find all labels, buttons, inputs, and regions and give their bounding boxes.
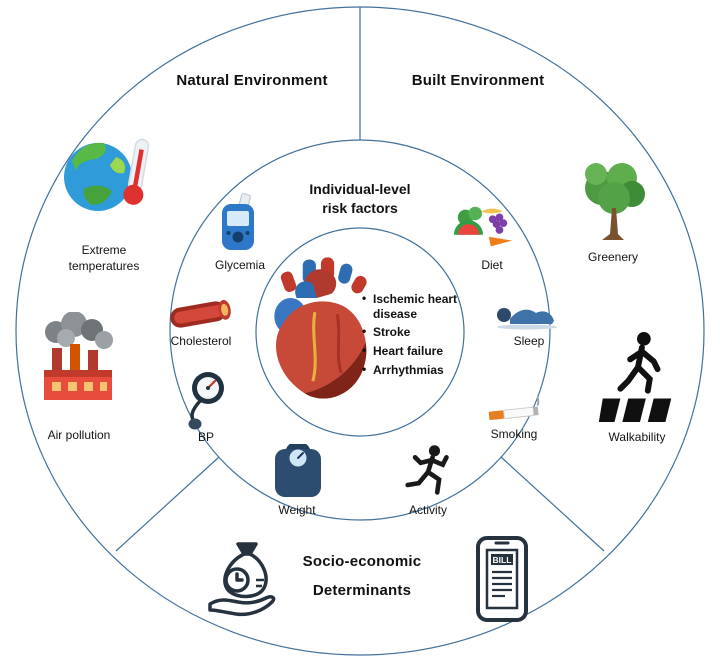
sector-built-environment: Built Environment (411, 72, 545, 89)
artery-cholesterol-icon (168, 296, 234, 332)
outcome-item: Stroke (362, 324, 468, 340)
factory-pollution-icon (36, 312, 120, 412)
divider-bottom-right (500, 456, 605, 552)
sleep-icon (494, 294, 560, 332)
outcome-item: Arrhythmias (362, 362, 468, 378)
diet-fruits-icon (452, 204, 514, 252)
runner-activity-icon (404, 444, 452, 502)
smoking-label: Smoking (490, 427, 538, 441)
glycemia-label: Glycemia (214, 258, 265, 272)
activity-label: Activity (408, 503, 447, 517)
bp-label: BP (197, 430, 214, 444)
sector-socio-economic: Socio-economic Determinants (302, 553, 422, 599)
individual-risk-factors-title: Individual-level risk factors (309, 181, 411, 216)
cardiovascular-outcomes-list: Ischemic heart disease Stroke Heart fail… (362, 291, 468, 381)
tree-icon (572, 156, 656, 244)
diet-label: Diet (481, 258, 503, 272)
pedestrian-crosswalk-icon (598, 330, 678, 424)
divider-bottom-left (115, 456, 220, 552)
outcome-item: Heart failure (362, 343, 468, 359)
sleep-label: Sleep (513, 334, 545, 348)
glucometer-icon (214, 192, 266, 254)
weight-scale-icon (272, 444, 324, 500)
walkability-label: Walkability (608, 430, 666, 444)
globe-thermometer-icon (58, 130, 158, 224)
anatomical-heart-illustration (252, 252, 394, 417)
air-pollution-label: Air pollution (47, 428, 111, 442)
bill-text: BILL (493, 555, 512, 565)
bill-phone-icon: BILL (464, 534, 540, 624)
cigarette-icon (486, 396, 544, 424)
weight-label: Weight (278, 503, 316, 517)
blood-pressure-icon (180, 368, 230, 430)
outcome-item: Ischemic heart disease (362, 291, 468, 321)
greenery-label: Greenery (587, 250, 639, 264)
extreme-temperatures-label: Extreme temperatures (68, 243, 140, 273)
sector-natural-environment: Natural Environment (176, 72, 328, 89)
cholesterol-label: Cholesterol (170, 334, 232, 348)
money-bag-clock-icon (204, 536, 288, 620)
